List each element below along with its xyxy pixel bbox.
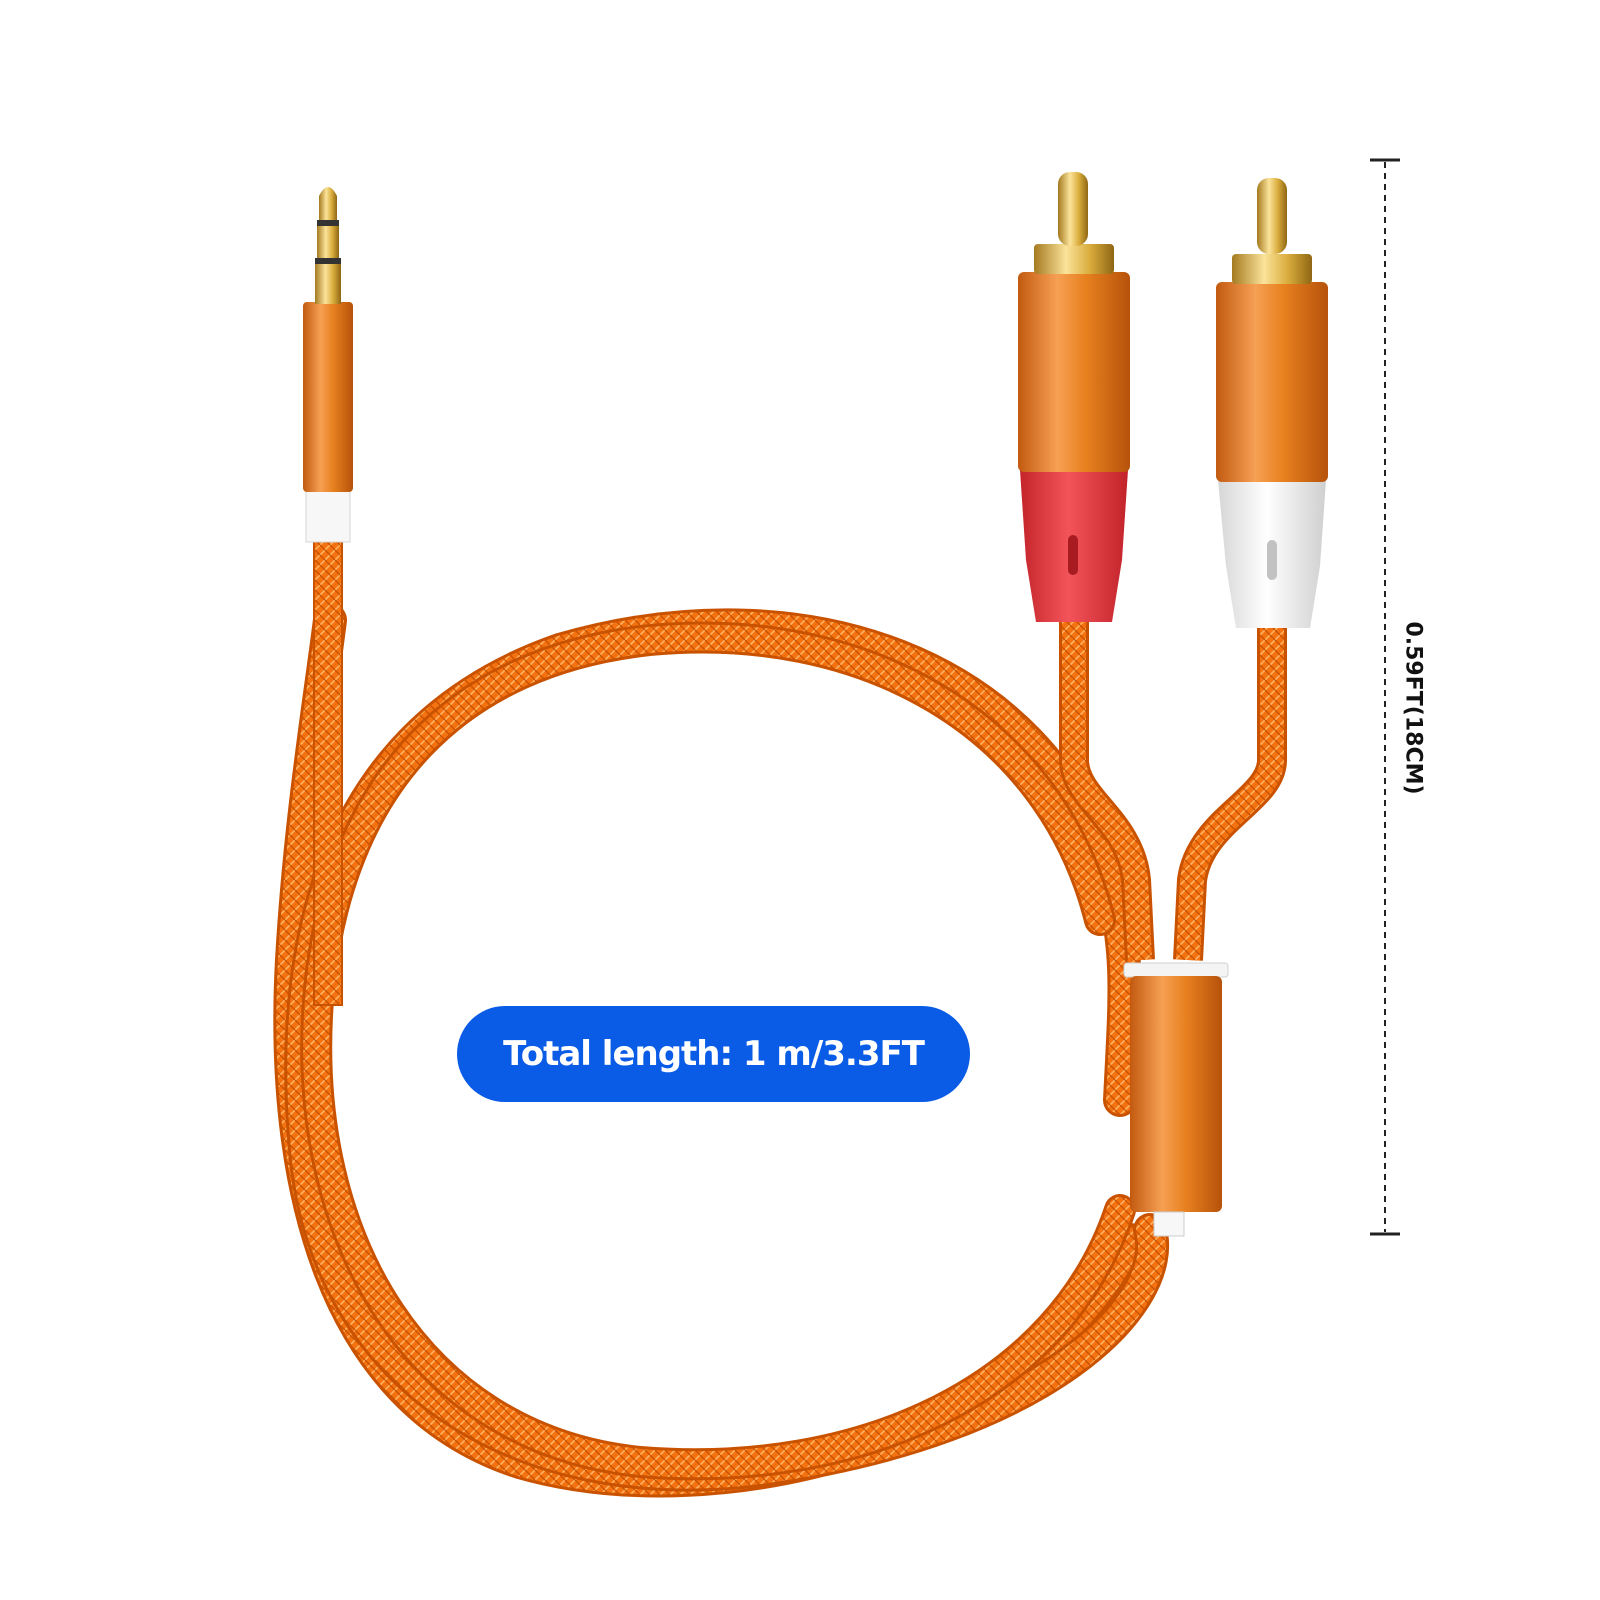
dimension-line	[1370, 158, 1400, 1236]
rca-plug-red	[1018, 172, 1130, 622]
aux-plug	[303, 187, 353, 543]
splitter-barrel	[1123, 962, 1229, 1237]
split-length-label: 0.59FT(18CM)	[1400, 621, 1426, 795]
rca-split-cables	[1059, 620, 1287, 961]
aux-cable	[313, 534, 343, 1006]
rca-plug-white	[1216, 178, 1328, 628]
total-length-badge: Total length: 1 m/3.3FT	[457, 1006, 970, 1102]
